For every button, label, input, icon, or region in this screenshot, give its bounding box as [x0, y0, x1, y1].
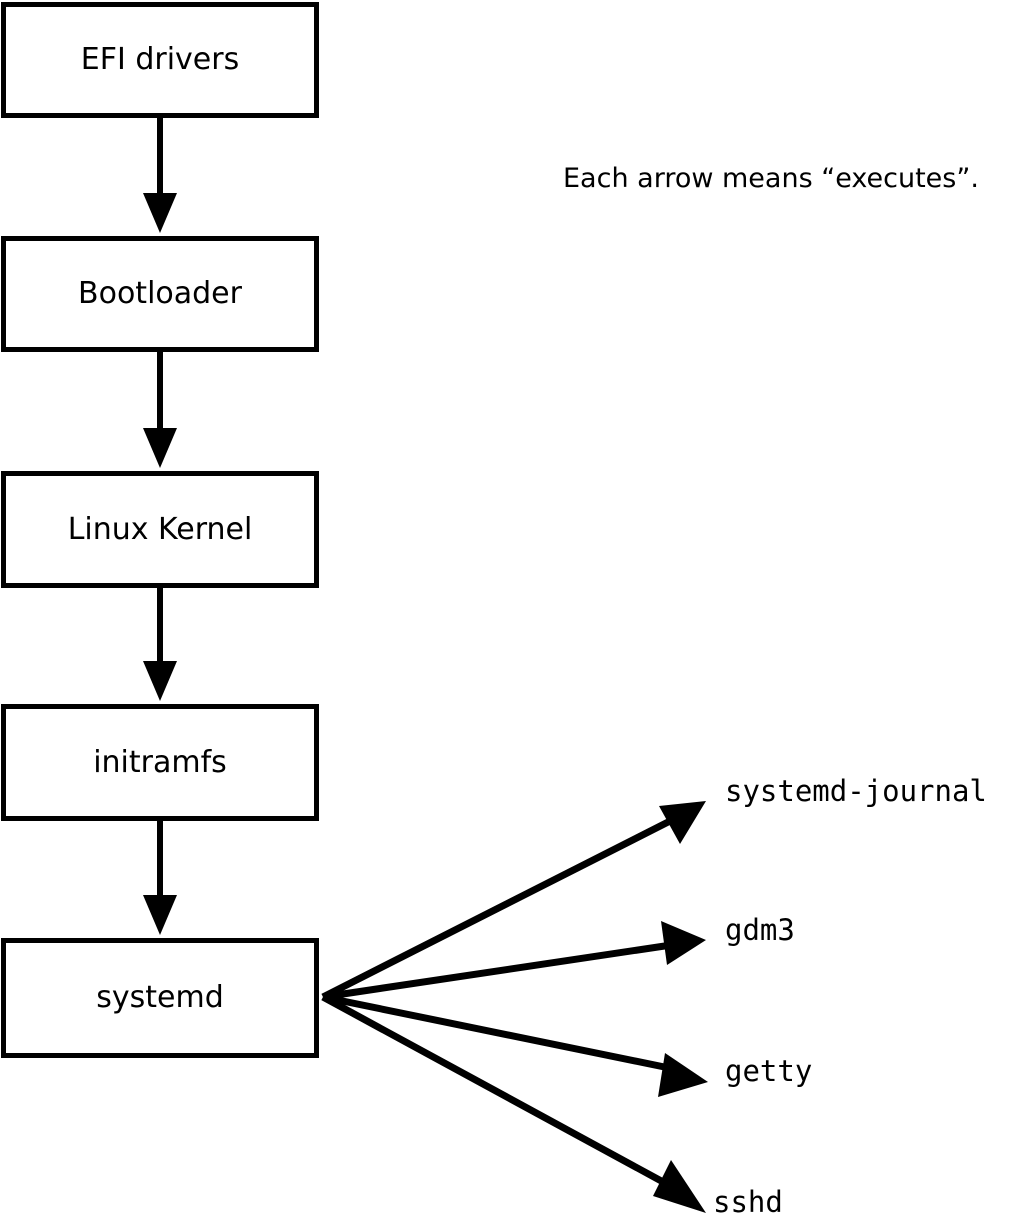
chain-arrow-kernel-to-initramfs	[143, 588, 177, 701]
leaf-label-getty: getty	[725, 1054, 813, 1088]
chain-arrow-initramfs-to-systemd	[143, 821, 177, 935]
node-label-systemd: systemd	[96, 980, 224, 1015]
node-label-initramfs: initramfs	[93, 744, 227, 780]
node-systemd[interactable]: systemd	[1, 938, 319, 1058]
leaf-label-sshd: sshd	[713, 1185, 783, 1219]
node-linux-kernel[interactable]: Linux Kernel	[1, 471, 319, 588]
node-efi-drivers[interactable]: EFI drivers	[1, 2, 319, 118]
node-label-linux-kernel: Linux Kernel	[67, 511, 253, 547]
node-label-bootloader: Bootloader	[78, 276, 242, 311]
leaf-label-gdm3: gdm3	[725, 913, 795, 947]
fanout-arrow-gdm3	[322, 921, 706, 1001]
leaf-label-systemd-journal: systemd-journal	[725, 774, 987, 808]
node-label-efi-drivers: EFI drivers	[80, 42, 240, 77]
diagram-caption: Each arrow means “executes”.	[563, 163, 979, 194]
fanout-arrow-systemd-journal	[321, 801, 706, 1001]
chain-arrow-bootloader-to-kernel	[143, 352, 177, 468]
node-initramfs[interactable]: initramfs	[1, 704, 319, 821]
chain-arrow-efi-to-bootloader	[143, 118, 177, 233]
fanout-arrow-getty	[322, 993, 708, 1097]
fanout-arrow-sshd	[321, 993, 706, 1213]
node-bootloader[interactable]: Bootloader	[1, 236, 319, 352]
